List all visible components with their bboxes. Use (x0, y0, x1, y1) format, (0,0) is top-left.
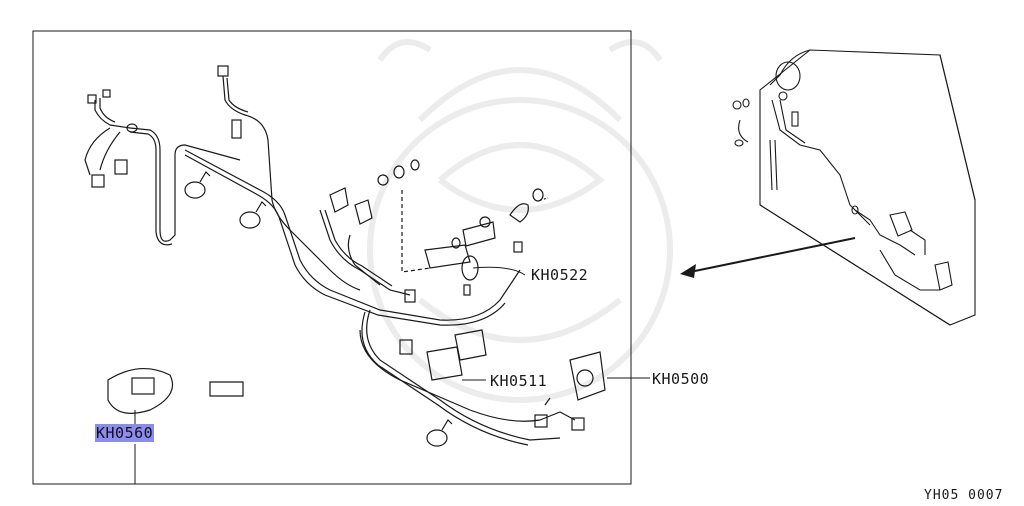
part-code-kh0560-highlighted[interactable]: KH0560 (95, 424, 155, 442)
leader-lines (134, 266, 650, 484)
overview-arrow (680, 237, 856, 278)
part-code-kh0522[interactable]: KH0522 (531, 266, 589, 284)
watermark-emblem (367, 39, 673, 403)
figure-id: YH05 0007 (924, 488, 1004, 503)
part-code-kh0511[interactable]: KH0511 (490, 372, 548, 390)
main-diagram-frame (32, 30, 632, 485)
wire-harness-drawing (84, 65, 606, 447)
door-overview-drawing (732, 49, 976, 326)
part-code-kh0500[interactable]: KH0500 (652, 370, 710, 388)
